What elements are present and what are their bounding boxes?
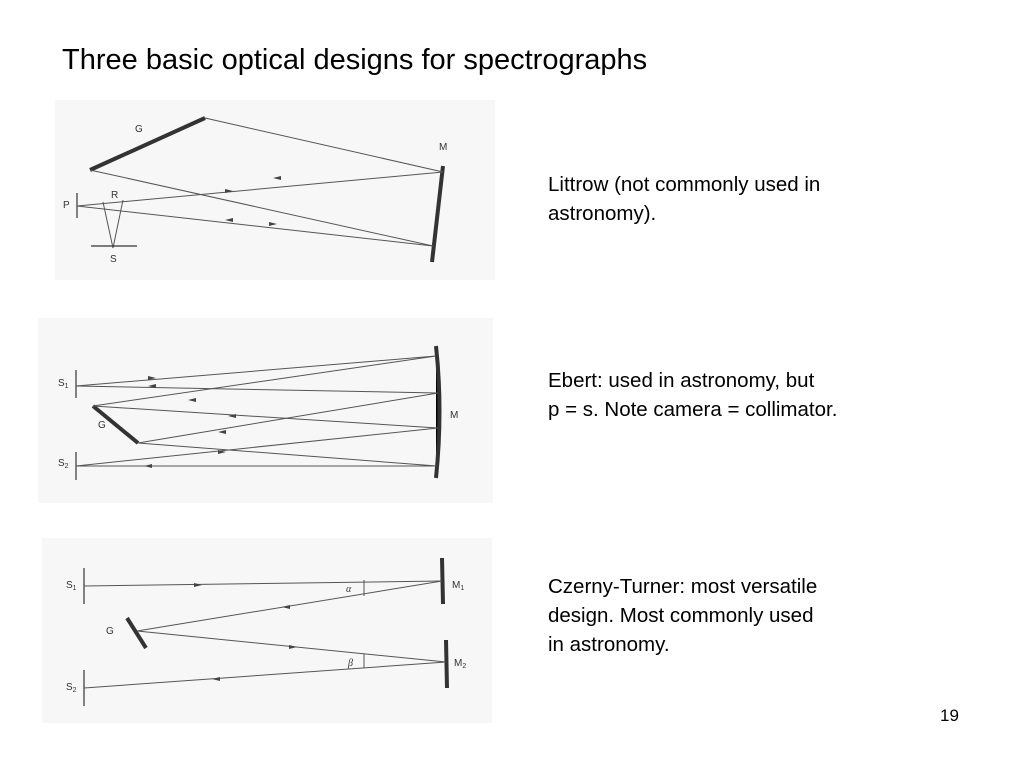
ray	[89, 169, 434, 247]
grating-element	[125, 616, 148, 650]
description-line: Littrow (not commonly used in	[548, 173, 821, 196]
description-line: astronomy).	[548, 202, 657, 225]
ray	[92, 405, 439, 429]
label-mirror-1: M1	[452, 580, 464, 592]
grating-element	[89, 116, 206, 172]
label-exit: S	[110, 254, 117, 265]
diagram-background	[38, 318, 493, 503]
label-grating: G	[135, 124, 143, 135]
prism-element	[102, 199, 124, 249]
label-grating: G	[98, 420, 106, 431]
label-entrance: P	[63, 200, 70, 211]
ray	[76, 205, 434, 247]
description-line: p = s. Note camera = collimator.	[548, 398, 838, 421]
ray	[83, 580, 443, 587]
ray	[137, 392, 439, 444]
page-number: 19	[940, 706, 959, 725]
label-mirror: M	[450, 410, 458, 421]
ray-arrow	[218, 450, 226, 454]
label-grating: G	[106, 626, 114, 637]
label-slit-1: S1	[66, 580, 77, 592]
label-beta: β	[347, 658, 353, 669]
ray-arrow	[289, 645, 297, 649]
ray	[92, 355, 437, 407]
ebert-diagram: S1 G M S2	[38, 318, 493, 503]
slide-title: Three basic optical designs for spectrog…	[62, 44, 648, 76]
mirror-element	[434, 345, 442, 479]
ray	[204, 117, 444, 173]
littrow-description: Littrow (not commonly used in astronomy)…	[548, 170, 820, 228]
ray-arrow	[188, 398, 196, 402]
ray	[76, 171, 444, 207]
ray-arrow	[148, 384, 156, 388]
littrow-diagram: G M P R S	[55, 100, 495, 280]
ray-arrow	[273, 176, 281, 180]
diagram-background	[55, 100, 495, 280]
czerny-turner-diagram: S1 M1 α G β M2 S2	[42, 538, 492, 723]
label-mirror: M	[439, 142, 447, 153]
ray-arrow	[212, 677, 220, 681]
label-mirror-2: M2	[454, 658, 466, 670]
ray	[75, 427, 439, 467]
ray-arrow	[218, 430, 226, 434]
description-line: design. Most commonly used	[548, 604, 814, 627]
mirror-element	[430, 165, 445, 263]
czerny-turner-description: Czerny-Turner: most versatile design. Mo…	[548, 572, 817, 659]
ray	[75, 385, 439, 394]
ray-arrow	[144, 464, 152, 468]
label-slit-1: S1	[58, 378, 69, 390]
label-slit-2: S2	[66, 682, 77, 694]
label-prism: R	[111, 190, 118, 201]
ray-arrow	[282, 605, 290, 609]
mirror-1-element	[440, 557, 445, 605]
ray-arrow	[269, 222, 277, 226]
ray	[83, 661, 447, 689]
description-line: Ebert: used in astronomy, but	[548, 369, 815, 392]
ebert-description: Ebert: used in astronomy, but p = s. Not…	[548, 366, 837, 424]
ray-arrow	[228, 414, 236, 418]
label-alpha: α	[346, 584, 352, 595]
ray	[137, 442, 438, 467]
description-line: in astronomy.	[548, 633, 670, 656]
ray-arrow	[225, 218, 233, 222]
ray-arrow	[194, 583, 202, 587]
ray	[75, 355, 437, 387]
label-slit-2: S2	[58, 458, 69, 470]
grating-element	[91, 404, 140, 445]
diagram-background	[42, 538, 492, 723]
description-line: Czerny-Turner: most versatile	[548, 575, 818, 598]
ray-arrow	[148, 376, 156, 380]
mirror-2-element	[444, 639, 449, 689]
ray-arrow	[225, 189, 233, 193]
